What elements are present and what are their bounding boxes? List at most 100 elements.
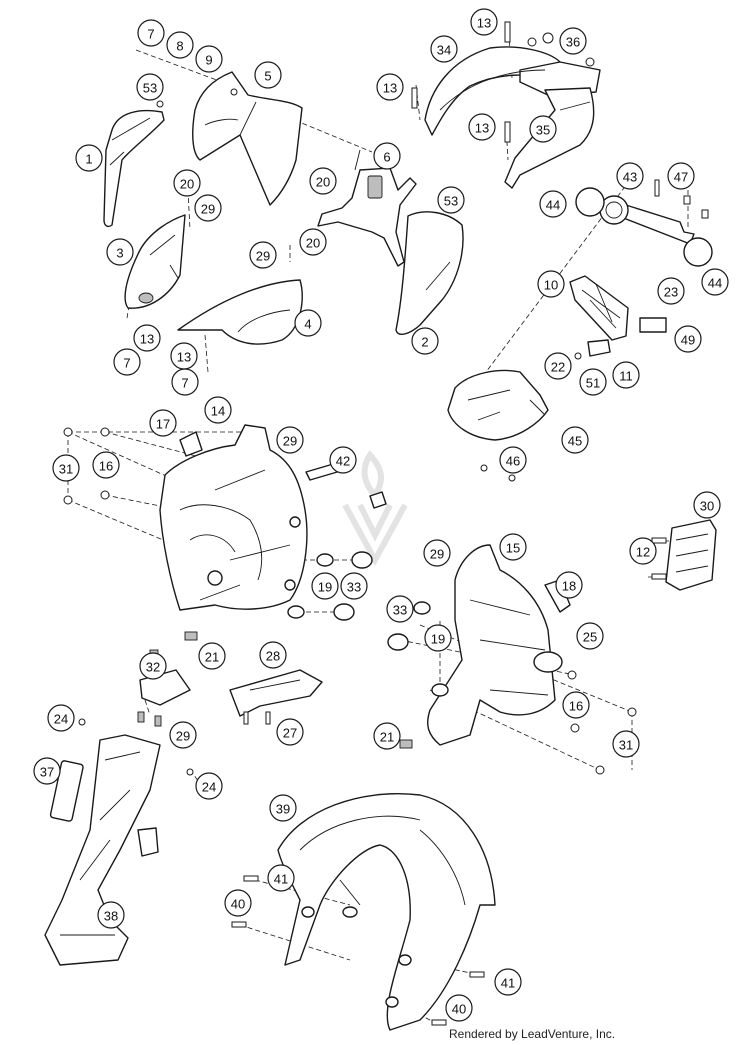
callout-circle [137, 19, 165, 47]
callout-4: 4 [294, 309, 322, 337]
callout-5: 5 [254, 61, 282, 89]
callout-circle [539, 190, 567, 218]
callout-13: 13 [470, 8, 498, 36]
callout-number: 25 [583, 630, 597, 645]
callout-53: 53 [437, 186, 465, 214]
part-1-side-cover [103, 100, 165, 228]
callout-number: 44 [708, 276, 722, 291]
callout-circle [97, 901, 125, 929]
callout-41: 41 [494, 968, 522, 996]
part-5-upper-fairing [192, 71, 303, 206]
callout-30: 30 [693, 491, 721, 519]
callout-circle [411, 327, 439, 355]
callout-51: 51 [579, 368, 607, 396]
callout-22: 22 [544, 352, 572, 380]
callout-number: 16 [99, 459, 113, 474]
callout-28: 28 [259, 641, 287, 669]
callout-number: 46 [506, 454, 520, 469]
callout-32: 32 [139, 652, 167, 680]
callout-circle [701, 268, 729, 296]
callout-number: 31 [619, 738, 633, 753]
callout-circle [562, 691, 590, 719]
callout-number: 36 [566, 35, 580, 50]
callout-number: 11 [619, 369, 633, 384]
callout-16: 16 [92, 451, 120, 479]
callout-circle [373, 722, 401, 750]
callout-29: 29 [194, 194, 222, 222]
callout-number: 7 [123, 356, 130, 371]
callout-number: 35 [536, 123, 550, 138]
callout-11: 11 [612, 361, 640, 389]
callout-13: 13 [170, 342, 198, 370]
callout-circle [276, 426, 304, 454]
callout-number: 13 [383, 81, 397, 96]
callout-circle [173, 169, 201, 197]
callout-33: 33 [340, 572, 368, 600]
callout-circle [437, 186, 465, 214]
callout-24: 24 [47, 704, 75, 732]
callout-circle [52, 454, 80, 482]
part-6-center-bracket [317, 149, 417, 267]
callout-circle [171, 368, 199, 396]
callout-number: 18 [562, 579, 576, 594]
callout-number: 20 [316, 175, 330, 190]
callout-2: 2 [411, 327, 439, 355]
callout-number: 40 [452, 1002, 466, 1017]
callout-circle [612, 730, 640, 758]
callout-circle [75, 144, 103, 172]
callout-number: 21 [205, 650, 219, 665]
part-15-mount-bracket [399, 544, 571, 749]
callout-number: 1 [85, 152, 92, 167]
callout-number: 44 [546, 198, 560, 213]
callout-number: 32 [146, 660, 160, 675]
callout-42: 42 [329, 446, 357, 474]
callout-number: 29 [256, 249, 270, 264]
callout-number: 9 [205, 53, 212, 68]
callout-10: 10 [537, 270, 565, 298]
callout-number: 10 [544, 278, 558, 293]
part-14-headlight-housing [159, 424, 387, 611]
callout-44: 44 [701, 268, 729, 296]
callout-45: 45 [561, 426, 589, 454]
callout-circle [195, 45, 223, 73]
callout-number: 51 [586, 376, 600, 391]
callout-number: 16 [569, 699, 583, 714]
callout-27: 27 [276, 718, 304, 746]
callout-circle [276, 718, 304, 746]
callout-number: 14 [211, 404, 225, 419]
callout-circle [269, 794, 297, 822]
fasteners-left [63, 427, 637, 775]
callout-number: 28 [266, 649, 280, 664]
callout-7: 7 [137, 19, 165, 47]
callout-21: 21 [373, 722, 401, 750]
callout-circle [139, 652, 167, 680]
callout-circle [373, 142, 401, 170]
callout-circle [430, 35, 458, 63]
callout-3: 3 [106, 238, 134, 266]
callout-circle [559, 27, 587, 55]
callout-13: 13 [376, 73, 404, 101]
callout-circle [340, 572, 368, 600]
callout-circle [537, 270, 565, 298]
callout-number: 40 [231, 897, 245, 912]
callout-35: 35 [529, 115, 557, 143]
callout-circle [657, 277, 685, 305]
callout-number: 53 [143, 81, 157, 96]
callout-number: 41 [501, 976, 515, 991]
callout-circle [149, 409, 177, 437]
callout-circle [106, 238, 134, 266]
callout-circle [555, 571, 583, 599]
callout-44: 44 [539, 190, 567, 218]
callout-circle [254, 61, 282, 89]
callout-circle [544, 352, 572, 380]
callout-13: 13 [133, 324, 161, 352]
callout-circle [224, 889, 252, 917]
callout-16: 16 [562, 691, 590, 719]
part-4-side-panel [177, 279, 303, 345]
callout-number: 42 [336, 454, 350, 469]
callout-number: 13 [475, 121, 489, 136]
part-2-side-cover [395, 211, 464, 336]
callout-circle [267, 864, 295, 892]
callout-34: 34 [430, 35, 458, 63]
